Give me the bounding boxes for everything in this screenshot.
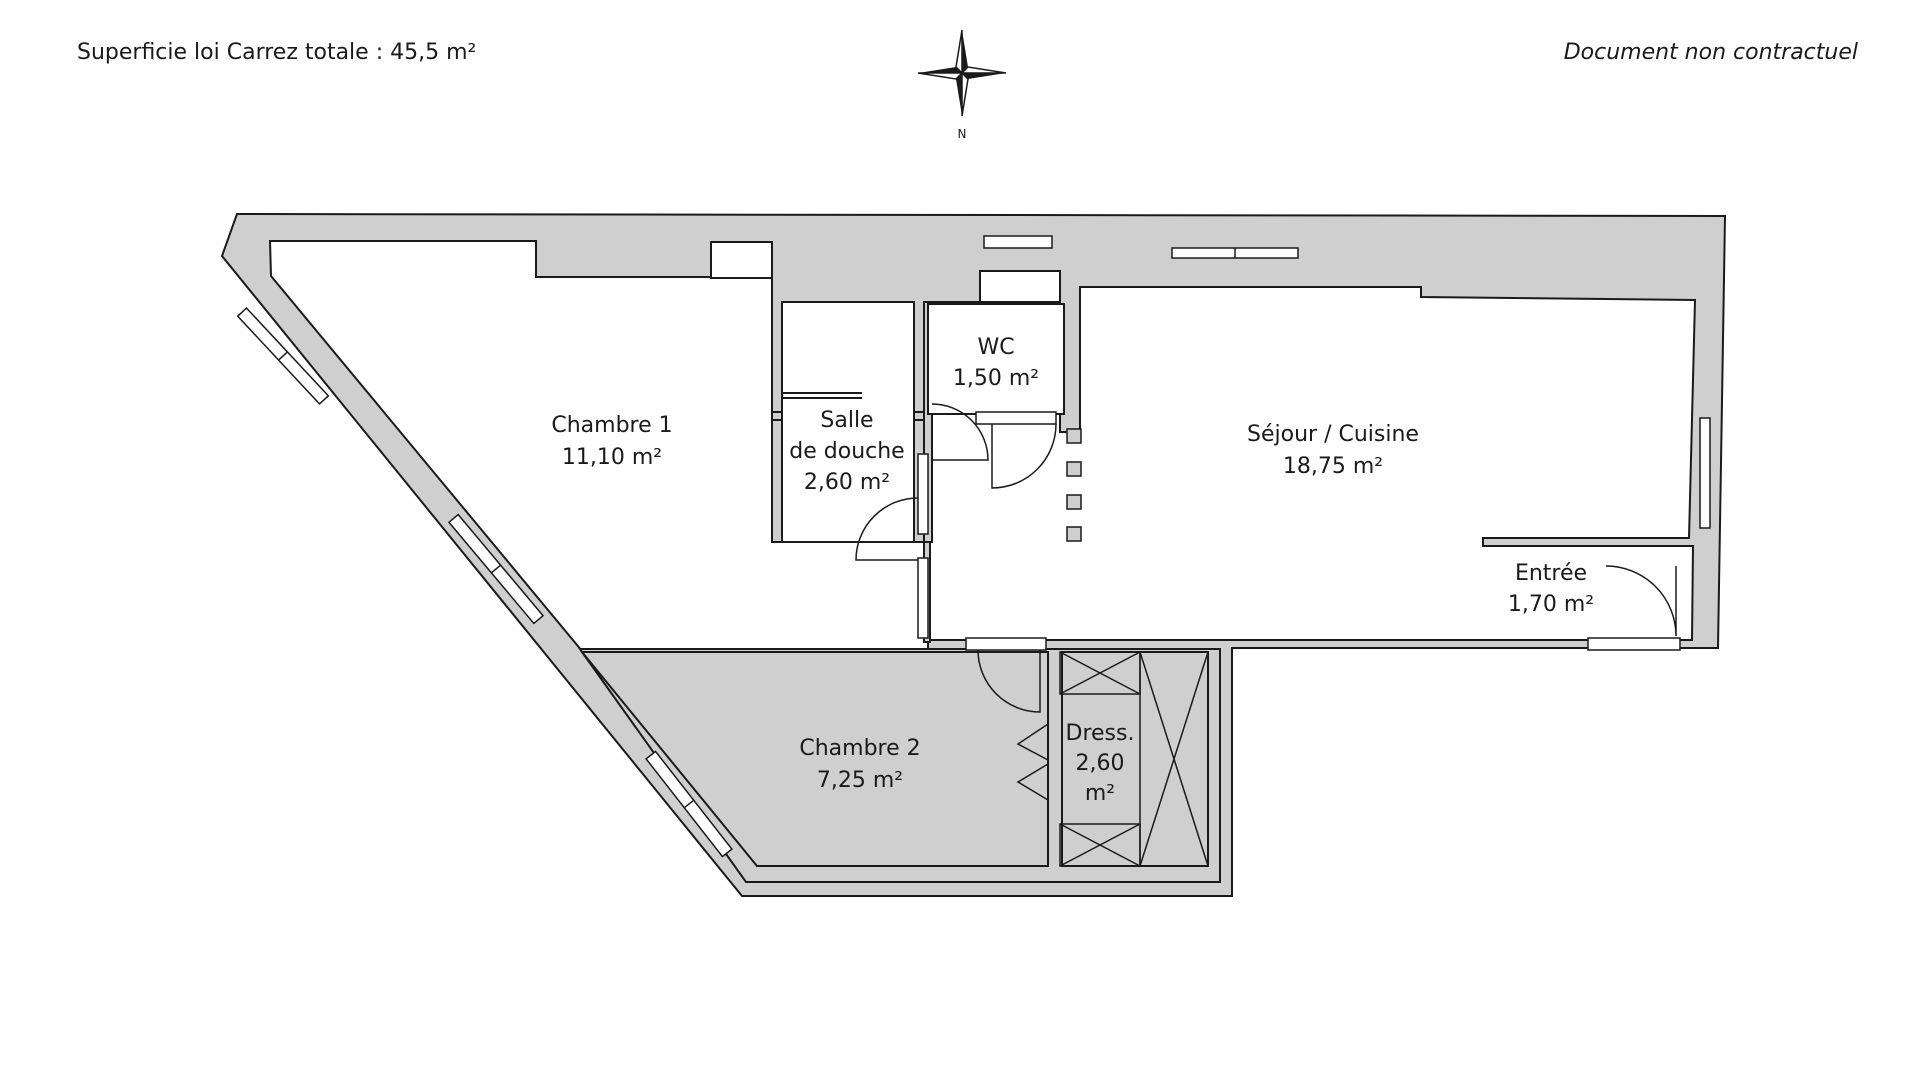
windows — [236, 235, 1711, 858]
doors — [855, 403, 1677, 801]
room-area: 2,60 m² — [804, 470, 890, 495]
room-label-chambre-1: Chambre 1 11,10 m² — [551, 413, 672, 470]
room-label-wc: WC 1,50 m² — [953, 335, 1039, 391]
room-name-line2: de douche — [789, 439, 904, 464]
room-area: 7,25 m² — [817, 768, 903, 793]
room-name-line1: Salle — [820, 408, 873, 433]
room-area: 1,50 m² — [953, 366, 1039, 391]
room-label-chambre-2: Chambre 2 7,25 m² — [799, 736, 920, 793]
disclaimer-label: Document non contractuel — [1563, 40, 1858, 65]
room-name: Séjour / Cuisine — [1247, 422, 1419, 447]
room-label-salle-de-douche: Salle de douche 2,60 m² — [789, 408, 904, 495]
room-area: 11,10 m² — [562, 445, 662, 470]
room-name: Chambre 2 — [799, 736, 920, 761]
room-area-value: 2,60 — [1076, 751, 1125, 776]
room-area-unit: m² — [1085, 781, 1115, 806]
room-label-sejour-cuisine: Séjour / Cuisine 18,75 m² — [1247, 422, 1419, 479]
compass-north-label: N — [958, 127, 967, 141]
room-name: WC — [977, 335, 1014, 360]
room-name: Chambre 1 — [551, 413, 672, 438]
room-area: 1,70 m² — [1508, 592, 1594, 617]
room-label-entree: Entrée 1,70 m² — [1508, 561, 1594, 617]
room-name: Dress. — [1066, 721, 1135, 746]
room-name: Entrée — [1515, 561, 1587, 586]
total-area-label: Superficie loi Carrez totale : 45,5 m² — [77, 40, 477, 65]
wet-rooms — [781, 301, 1065, 543]
room-area: 18,75 m² — [1283, 454, 1383, 479]
room-label-dressing: Dress. 2,60 m² — [1066, 721, 1135, 806]
dressing-storage — [1059, 651, 1209, 867]
posts — [1066, 428, 1082, 542]
compass-icon: N — [917, 29, 1007, 141]
